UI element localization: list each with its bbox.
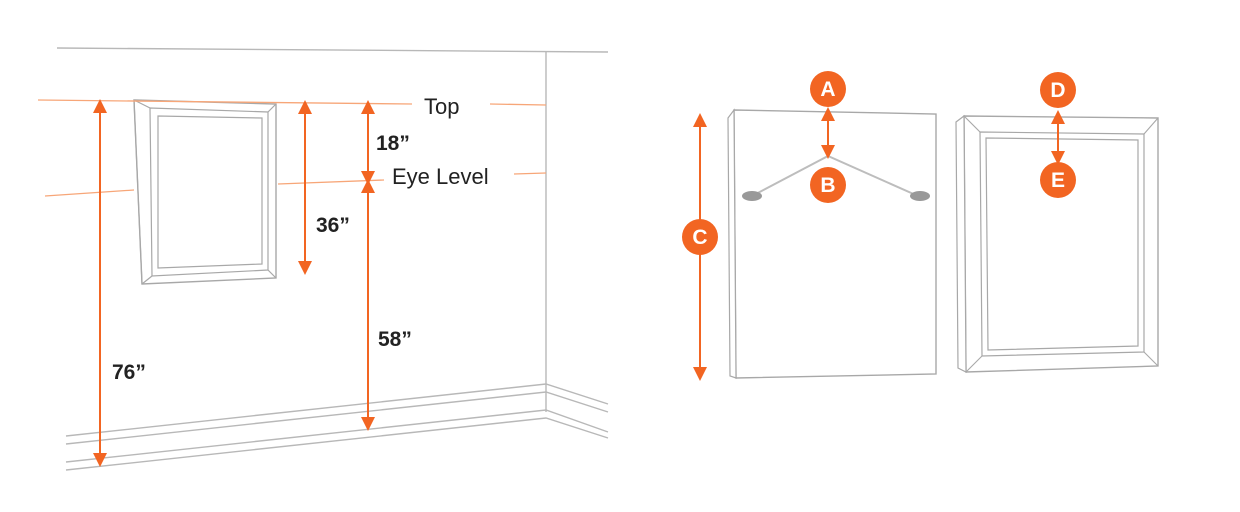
frame-back-side [727, 108, 737, 379]
badge-c-circle [682, 219, 718, 255]
badge-a-circle [810, 71, 846, 107]
badge-e-circle [1040, 162, 1076, 198]
ceiling-line [56, 47, 609, 53]
measurement-58: 58” [378, 328, 412, 351]
frame-front-scene: D E [955, 72, 1159, 373]
badge-c-label: C [692, 226, 707, 249]
frame-back-panel [733, 109, 937, 379]
measurement-36: 36” [316, 214, 350, 237]
frame-front-outer [963, 115, 1159, 373]
measurement-18: 18” [376, 132, 410, 155]
top-label: Top [424, 94, 459, 119]
baseboard-top [65, 383, 609, 437]
eye-level-guide-left [44, 189, 135, 197]
frame-back-scene: A B C [682, 71, 937, 381]
wire-hook-left [742, 191, 762, 201]
wall-scene: Top Eye Level 18” 36” 58” 76” [37, 47, 609, 471]
badge-b-circle [810, 167, 846, 203]
measurement-76: 76” [112, 361, 146, 384]
wire-hook-right [910, 191, 930, 201]
eye-level-label: Eye Level [392, 164, 489, 189]
baseboard-middle [65, 391, 609, 445]
frame-front-glass [985, 137, 1139, 351]
baseboard-bottom [65, 409, 609, 463]
eye-level-guide-end [513, 172, 547, 175]
badge-b-label: B [820, 174, 835, 197]
frame-front-side [955, 114, 967, 373]
eye-level-guide-right [277, 179, 385, 185]
badge-d-label: D [1050, 79, 1065, 102]
baseboard-floor [65, 417, 609, 471]
wall-picture-frame [133, 99, 277, 285]
badge-e-label: E [1051, 169, 1065, 192]
top-guide-line-right [489, 103, 547, 106]
badge-a-label: A [820, 78, 835, 101]
badge-d-circle [1040, 72, 1076, 108]
